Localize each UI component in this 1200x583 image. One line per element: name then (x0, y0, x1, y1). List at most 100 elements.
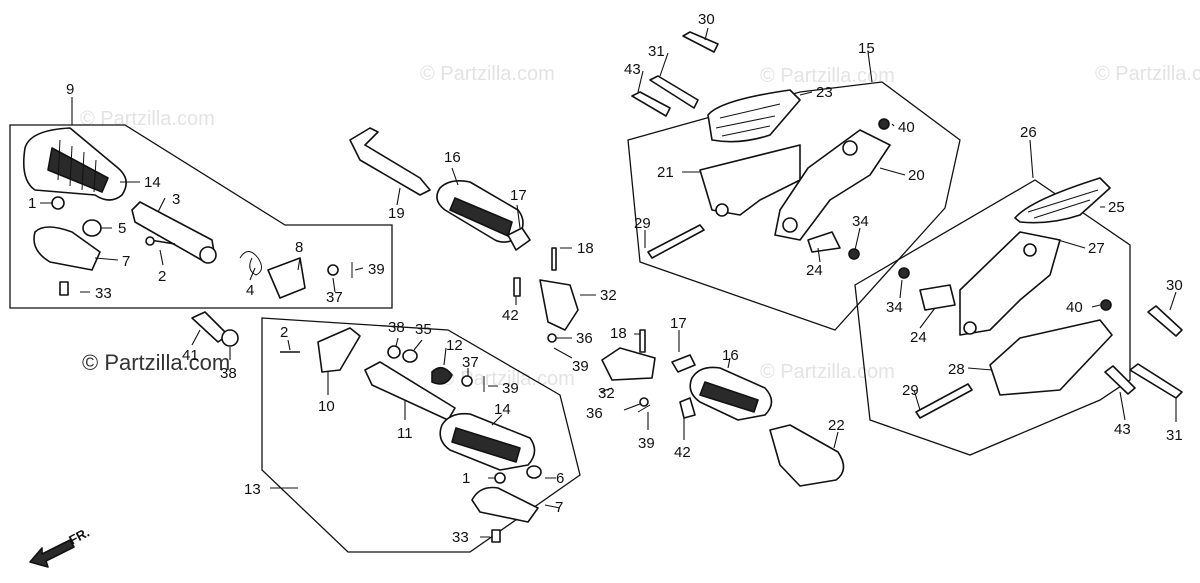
footpeg-bracket-part-11 (364, 361, 456, 421)
bolt-part-30 (682, 31, 719, 53)
nut-part-34b (898, 267, 910, 279)
washer-part-37 (327, 264, 339, 276)
nut-part-34 (848, 248, 860, 260)
callout-32: 32 (600, 287, 617, 304)
callout-22: 22 (828, 417, 845, 434)
step-rubber-grid (1027, 189, 1099, 219)
watermark-text: © Partzilla.com (1095, 63, 1200, 85)
bracket-part-7b (471, 486, 539, 523)
part-1b (494, 472, 506, 484)
callout-18: 18 (610, 325, 627, 342)
cap-part-6 (526, 465, 542, 479)
pin-head-icon (145, 236, 155, 246)
callout-37: 37 (462, 354, 479, 371)
bolt-part-29 (647, 224, 705, 259)
callout-4: 4 (246, 282, 254, 299)
washer-part-38b (387, 345, 401, 359)
callout-1: 1 (462, 470, 470, 487)
bracket-part-19 (349, 127, 431, 196)
group-box-9 (9, 124, 393, 309)
callout-6: 6 (556, 470, 564, 487)
callout-28: 28 (948, 361, 965, 378)
callout-13: 13 (244, 481, 261, 498)
callout-27: 27 (1088, 240, 1105, 257)
step-rubber-part-25 (1014, 177, 1111, 224)
callout-15: 15 (858, 40, 875, 57)
callout-9: 9 (66, 81, 74, 98)
footpeg-rubber-part-14b (439, 412, 536, 471)
plate-part-17b (671, 354, 696, 373)
corner-logo: © Partzilla.com (82, 350, 230, 375)
bolt-part-29b (915, 383, 973, 419)
plate-part-17 (507, 227, 531, 251)
group-box-26 (854, 179, 1131, 456)
callout-19: 19 (388, 205, 405, 222)
callout-43: 43 (1114, 421, 1131, 438)
callout-25: 25 (1108, 199, 1125, 216)
watermark-text: © Partzilla.com (760, 65, 895, 87)
nut-icon (199, 246, 217, 264)
callout-14: 14 (144, 174, 161, 191)
nut-part-40 (878, 118, 890, 130)
callout-38: 38 (388, 319, 405, 336)
callout-7: 7 (122, 253, 130, 270)
bracket-part-10 (317, 327, 361, 373)
callout-30: 30 (698, 11, 715, 28)
callout-39: 39 (638, 435, 655, 452)
callout-29: 29 (634, 215, 651, 232)
callout-39: 39 (572, 358, 589, 375)
callout-35: 35 (415, 321, 432, 338)
bolt-part-42b (679, 397, 696, 419)
callout-16: 16 (722, 347, 739, 364)
callout-10: 10 (318, 398, 335, 415)
callout-38: 38 (220, 365, 237, 382)
part-1 (51, 196, 65, 210)
bolt-part-43b (1104, 365, 1136, 395)
cover-part-22 (769, 424, 845, 487)
pin-part-18 (551, 247, 557, 271)
front-direction-indicator: FR. (29, 525, 92, 568)
group-box-15 (627, 81, 961, 331)
callout-21: 21 (657, 164, 674, 181)
callout-24: 24 (910, 329, 927, 346)
callout-30: 30 (1166, 277, 1183, 294)
callout-3: 3 (172, 191, 180, 208)
bolt-part-42 (513, 277, 521, 297)
washer-part-36b (639, 397, 649, 407)
callout-14: 14 (494, 401, 511, 418)
arrow-icon (29, 539, 75, 568)
callout-41: 41 (182, 347, 199, 364)
hole-icon (1023, 243, 1037, 257)
callout-24: 24 (806, 262, 823, 279)
callout-34: 34 (886, 299, 903, 316)
washer-part-36 (547, 333, 557, 343)
callout-33: 33 (452, 529, 469, 546)
callout-17: 17 (670, 315, 687, 332)
callout-23: 23 (816, 84, 833, 101)
callout-11: 11 (397, 425, 413, 442)
bolt-part-31b (1129, 363, 1183, 399)
bracket-part-27 (959, 231, 1061, 336)
callout-42: 42 (674, 444, 691, 461)
bracket-part-21 (699, 144, 801, 216)
bracket-part-32 (539, 279, 579, 331)
callout-7: 7 (555, 499, 563, 516)
cap-part-5 (82, 219, 102, 237)
bracket-part-24b (919, 284, 956, 311)
callout-2: 2 (158, 268, 166, 285)
hole-icon (842, 140, 858, 156)
watermark-text: © Partzilla.com (760, 361, 895, 383)
bracket-part-32b (601, 347, 656, 381)
callout-2: 2 (280, 324, 288, 341)
callout-8: 8 (295, 239, 303, 256)
callout-33: 33 (95, 285, 112, 302)
callout-31: 31 (1166, 427, 1183, 444)
callout-40: 40 (898, 119, 915, 136)
washer-part-37b (461, 375, 473, 387)
callout-26: 26 (1020, 124, 1037, 141)
callout-18: 18 (577, 240, 594, 257)
spring-part-12 (431, 366, 453, 385)
nut-part-40b (1100, 299, 1112, 311)
callout-numbers: 9 14 1 3 5 7 2 4 8 37 39 33 41 38 19 16 … (28, 11, 1183, 546)
